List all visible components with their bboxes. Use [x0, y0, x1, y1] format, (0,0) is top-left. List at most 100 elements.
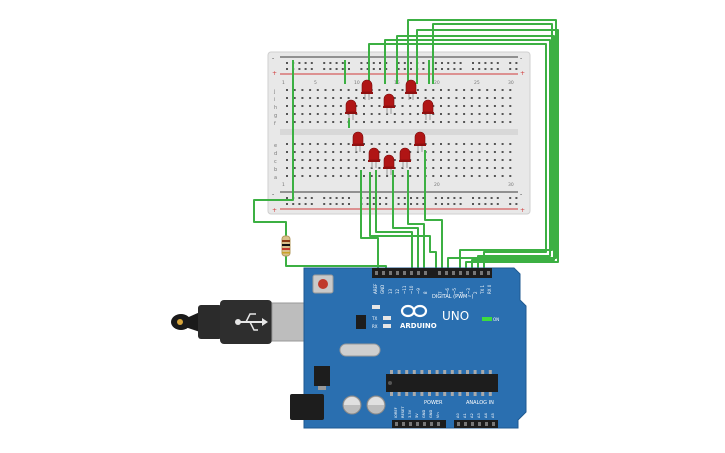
grid-hole[interactable] — [293, 121, 296, 123]
grid-hole[interactable] — [409, 143, 412, 145]
grid-hole[interactable] — [416, 89, 419, 91]
grid-hole[interactable] — [416, 167, 419, 169]
grid-hole[interactable] — [316, 159, 319, 161]
grid-hole[interactable] — [493, 97, 496, 99]
grid-hole[interactable] — [493, 105, 496, 107]
grid-hole[interactable] — [440, 113, 442, 115]
grid-hole[interactable] — [509, 89, 512, 91]
rail-hole[interactable] — [403, 62, 406, 64]
grid-hole[interactable] — [355, 89, 358, 91]
rail-hole[interactable] — [385, 203, 388, 205]
rail-hole[interactable] — [341, 197, 344, 199]
wire-11[interactable] — [424, 150, 443, 270]
grid-hole[interactable] — [293, 97, 296, 99]
header-pin[interactable] — [403, 271, 406, 275]
rail-hole[interactable] — [335, 197, 338, 199]
grid-hole[interactable] — [386, 175, 389, 177]
rail-hole[interactable] — [416, 197, 419, 199]
header-pin[interactable] — [473, 271, 476, 275]
rail-hole[interactable] — [323, 197, 326, 199]
rail-hole[interactable] — [515, 203, 518, 205]
rail-hole[interactable] — [329, 62, 332, 64]
grid-hole[interactable] — [416, 97, 419, 99]
rail-hole[interactable] — [335, 68, 338, 70]
grid-hole[interactable] — [401, 105, 404, 107]
rail-hole[interactable] — [509, 197, 512, 199]
rail-hole[interactable] — [447, 197, 450, 199]
grid-hole[interactable] — [363, 97, 365, 99]
grid-hole[interactable] — [486, 143, 489, 145]
header-pin[interactable] — [480, 271, 483, 275]
rail-hole[interactable] — [298, 197, 301, 199]
grid-hole[interactable] — [432, 143, 435, 145]
rail-hole[interactable] — [385, 62, 388, 64]
grid-hole[interactable] — [286, 89, 288, 91]
grid-hole[interactable] — [440, 121, 442, 123]
grid-hole[interactable] — [470, 143, 473, 145]
led-2[interactable] — [405, 79, 417, 100]
rail-hole[interactable] — [348, 68, 350, 70]
grid-hole[interactable] — [463, 121, 466, 123]
rail-hole[interactable] — [422, 203, 425, 205]
grid-hole[interactable] — [378, 105, 381, 107]
grid-hole[interactable] — [401, 143, 404, 145]
rail-hole[interactable] — [490, 62, 493, 64]
analog-pin[interactable] — [457, 422, 460, 426]
rail-hole[interactable] — [453, 197, 456, 199]
grid-hole[interactable] — [339, 113, 342, 115]
grid-hole[interactable] — [301, 105, 304, 107]
grid-hole[interactable] — [486, 167, 489, 169]
rail-hole[interactable] — [484, 68, 487, 70]
rail-hole[interactable] — [329, 197, 332, 199]
rail-hole[interactable] — [441, 197, 443, 199]
rail-hole[interactable] — [335, 203, 338, 205]
wire-9[interactable] — [392, 170, 419, 270]
grid-hole[interactable] — [339, 151, 342, 153]
grid-hole[interactable] — [286, 151, 288, 153]
grid-hole[interactable] — [370, 97, 373, 99]
rail-hole[interactable] — [441, 68, 443, 70]
power-pin[interactable] — [409, 422, 412, 426]
grid-hole[interactable] — [501, 167, 504, 169]
rail-hole[interactable] — [304, 62, 307, 64]
header-pin[interactable] — [417, 271, 420, 275]
rail-hole[interactable] — [410, 197, 412, 199]
grid-hole[interactable] — [447, 89, 450, 91]
rail-hole[interactable] — [360, 68, 363, 70]
rail-hole[interactable] — [366, 197, 369, 199]
rail-hole[interactable] — [478, 68, 481, 70]
rail-hole[interactable] — [379, 203, 381, 205]
grid-hole[interactable] — [316, 89, 319, 91]
grid-hole[interactable] — [286, 105, 288, 107]
grid-hole[interactable] — [316, 97, 319, 99]
rail-hole[interactable] — [341, 203, 344, 205]
grid-hole[interactable] — [347, 175, 350, 177]
rail-hole[interactable] — [341, 68, 344, 70]
rail-hole[interactable] — [348, 197, 350, 199]
grid-hole[interactable] — [378, 175, 381, 177]
grid-hole[interactable] — [447, 151, 450, 153]
grid-hole[interactable] — [440, 167, 442, 169]
rail-hole[interactable] — [453, 203, 456, 205]
grid-hole[interactable] — [432, 175, 435, 177]
rail-hole[interactable] — [360, 62, 363, 64]
rail-hole[interactable] — [472, 197, 474, 199]
analog-header[interactable] — [454, 420, 498, 428]
grid-hole[interactable] — [416, 105, 419, 107]
grid-hole[interactable] — [470, 167, 473, 169]
grid-hole[interactable] — [470, 113, 473, 115]
grid-hole[interactable] — [447, 143, 450, 145]
grid-hole[interactable] — [293, 159, 296, 161]
grid-hole[interactable] — [447, 175, 450, 177]
grid-hole[interactable] — [301, 167, 304, 169]
grid-hole[interactable] — [447, 121, 450, 123]
grid-hole[interactable] — [293, 167, 296, 169]
usb-cable[interactable] — [171, 300, 309, 344]
grid-hole[interactable] — [432, 97, 435, 99]
grid-hole[interactable] — [324, 143, 327, 145]
grid-hole[interactable] — [316, 143, 319, 145]
rail-hole[interactable] — [478, 62, 481, 64]
wire-4[interactable] — [416, 29, 559, 270]
grid-hole[interactable] — [332, 113, 335, 115]
grid-hole[interactable] — [478, 113, 481, 115]
